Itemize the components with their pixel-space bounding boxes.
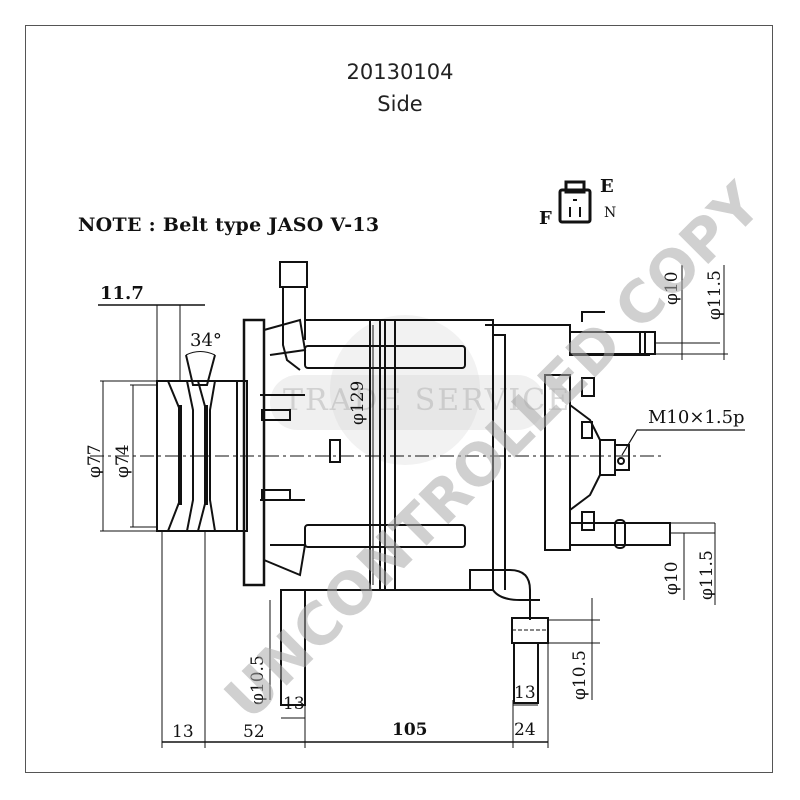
dim-upper-mount-inner-dia: φ10: [662, 271, 682, 305]
dim-right-foot-bore-dia: φ10.5: [570, 650, 590, 700]
part-number-title: 20130104: [346, 60, 454, 84]
trade-service-watermark-text: TRADE SERVICE: [283, 383, 572, 418]
trade-service-logo-circle: [330, 315, 480, 465]
dim-foot-spacing: 105: [392, 720, 428, 740]
view-title: Side: [377, 92, 423, 116]
dim-pulley-outer-dia: φ77: [85, 444, 105, 478]
connector-icon: [558, 180, 592, 224]
connector-label-f: F: [539, 208, 552, 229]
drawing-frame: [25, 25, 773, 773]
dim-pulley-to-left-foot: 52: [243, 722, 265, 742]
connector-label-n: N: [604, 205, 617, 221]
dim-pulley-offset: 13: [172, 722, 194, 742]
belt-type-note: NOTE : Belt type JASO V-13: [78, 214, 380, 236]
dim-left-foot-bore-dia: φ10.5: [248, 655, 268, 705]
dim-lower-mount-outer-dia: φ11.5: [697, 550, 717, 600]
dim-pulley-inner-dia: φ74: [113, 444, 133, 478]
trade-service-logo-watermark: [270, 375, 545, 430]
dim-right-foot-width: 13: [514, 683, 536, 703]
dim-right-foot-overall: 24: [514, 720, 536, 740]
dim-groove-angle: 34°: [190, 330, 222, 351]
dim-housing-dia: φ129: [348, 380, 368, 425]
dim-lower-mount-inner-dia: φ10: [662, 561, 682, 595]
connector-label-e: E: [600, 176, 614, 197]
dim-upper-mount-outer-dia: φ11.5: [705, 270, 725, 320]
dim-thread-spec: M10×1.5p: [648, 407, 745, 428]
dim-left-foot-width: 13: [283, 694, 305, 714]
dim-groove-pitch: 11.7: [100, 283, 144, 304]
